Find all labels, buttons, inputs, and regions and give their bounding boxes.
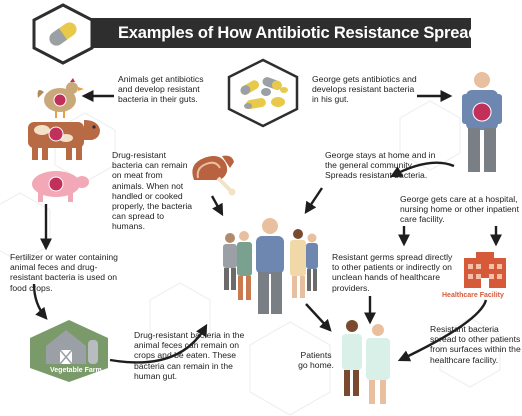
antibiotic-pills-icon	[227, 58, 299, 128]
george-icon	[462, 72, 502, 172]
caption-george-gets-care: George gets care at a hospital, nursing …	[400, 194, 519, 225]
page-title: Examples of How Antibiotic Resistance Sp…	[86, 18, 487, 48]
caption-crops: Drug-resistant bacteria in the animal fe…	[134, 330, 245, 381]
caption-fertilizer: Fertilizer or water containing animal fe…	[10, 252, 118, 293]
hospital-building-icon	[464, 252, 506, 288]
caption-drug-resistant-meat: Drug-resistant bacteria can remain on me…	[112, 150, 193, 232]
caption-animals-get-antibiotics: Animals get antibiotics and develop resi…	[118, 74, 204, 105]
vegetable-farm-icon	[30, 320, 108, 382]
caption-george-stays-home: George stays at home and in the general …	[325, 150, 436, 181]
vegetable-farm-label: Vegetable Farm	[50, 367, 102, 374]
patients-icon	[342, 320, 390, 404]
farm-animals-icon	[28, 78, 100, 202]
caption-surfaces: Resistant bacteria spread to other patie…	[430, 324, 521, 365]
caption-patients-go-home: Patients go home.	[298, 350, 334, 371]
meat-icon	[192, 155, 236, 196]
community-people-icon	[223, 218, 318, 314]
caption-resistant-germs-spread: Resistant germs spread directly to other…	[332, 252, 453, 293]
capsule-logo-icon	[32, 3, 94, 65]
caption-george-gets-antibiotics: George gets antibiotics and develops res…	[312, 74, 417, 105]
healthcare-facility-label: Healthcare Facility	[442, 292, 504, 299]
title-text: Examples of How Antibiotic Resistance Sp…	[118, 24, 488, 42]
